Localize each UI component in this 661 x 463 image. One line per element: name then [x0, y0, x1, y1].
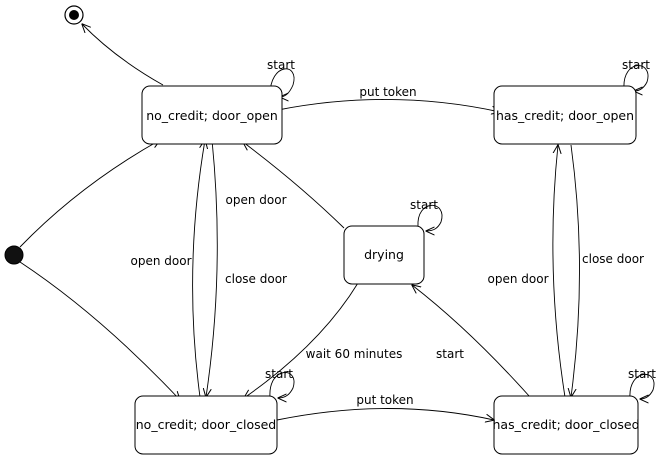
edge-start-to-drying	[412, 285, 531, 398]
edge-wait-60	[244, 282, 359, 398]
state-drying: drying	[343, 225, 425, 285]
self-loop-no-credit-closed	[269, 372, 295, 398]
self-loop-drying	[417, 204, 443, 231]
label-close-door-right: close door	[582, 252, 644, 266]
label-self-has-credit-open: start	[622, 58, 650, 72]
edge-open-door-left	[192, 140, 205, 398]
edge-initial-to-no-credit-closed	[19, 261, 180, 400]
label-self-no-credit-open: start	[267, 58, 295, 72]
state-no-credit-door-closed: no_credit; door_closed	[134, 395, 278, 455]
edge-close-door-left	[206, 139, 218, 397]
label-open-door-left: open door	[131, 254, 192, 268]
edge-open-door-drying	[243, 142, 345, 229]
label-start-to-drying: start	[436, 347, 464, 361]
edge-put-token-closed	[276, 408, 494, 421]
state-has-credit-door-open: has_credit; door_open	[493, 85, 637, 145]
self-loop-has-credit-closed	[629, 374, 655, 399]
final-pseudostate	[64, 5, 84, 25]
state-label: has_credit; door_closed	[492, 417, 639, 432]
state-label: drying	[364, 247, 404, 262]
state-no-credit-door-open: no_credit; door_open	[141, 85, 283, 145]
label-close-door-left: close door	[225, 272, 287, 286]
label-put-token-open: put token	[359, 85, 416, 99]
label-open-door-drying: open door	[226, 193, 287, 207]
label-wait-60-minutes: wait 60 minutes	[306, 347, 403, 361]
edge-put-token-open	[277, 99, 500, 112]
label-put-token-closed: put token	[356, 393, 413, 407]
label-self-drying: start	[410, 198, 438, 212]
self-loop-has-credit-open	[623, 65, 649, 91]
edge-close-door-right	[571, 144, 580, 397]
state-label: has_credit; door_open	[496, 108, 634, 123]
edge-open-door-right	[552, 145, 566, 398]
label-self-no-credit-closed: start	[265, 367, 293, 381]
initial-pseudostate	[4, 245, 24, 265]
self-loop-no-credit-open	[269, 68, 295, 97]
label-open-door-right: open door	[488, 272, 549, 286]
label-self-has-credit-closed: start	[628, 367, 656, 381]
edge-to-final	[82, 24, 164, 86]
state-label: no_credit; door_closed	[136, 417, 277, 432]
state-has-credit-door-closed: has_credit; door_closed	[492, 395, 640, 455]
edge-initial-to-no-credit-open	[19, 140, 160, 248]
state-label: no_credit; door_open	[146, 108, 278, 123]
